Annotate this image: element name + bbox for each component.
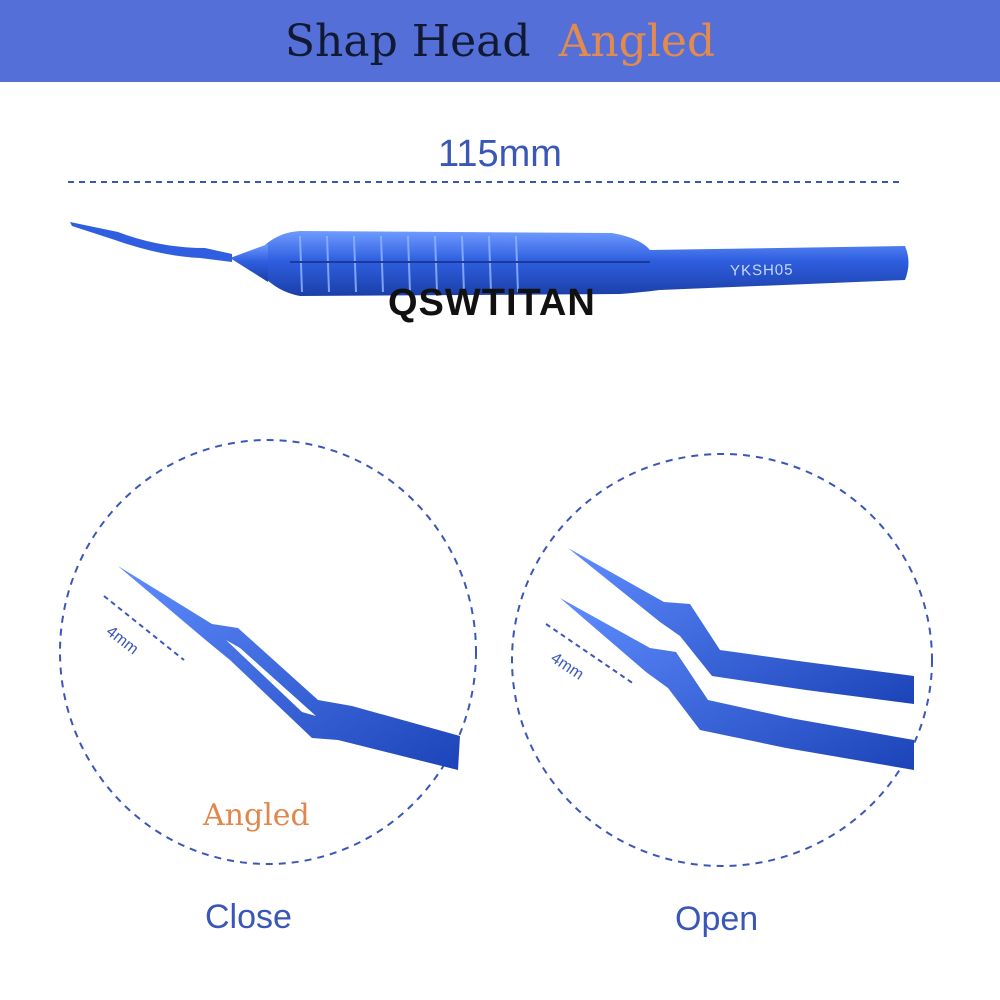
close-detail-circle: [59, 439, 477, 865]
banner-accent-word: Angled: [558, 15, 716, 67]
banner-title: Shap Head: [284, 15, 531, 67]
open-forceps-tip: [560, 548, 914, 770]
open-caption: Open: [675, 900, 759, 938]
angled-tip-label: Angled: [203, 798, 310, 833]
length-label: 115mm: [438, 133, 562, 175]
close-caption: Close: [205, 898, 292, 936]
title-banner: [0, 0, 1000, 82]
brand-watermark: QSWTITAN: [388, 282, 596, 324]
open-detail-circle: [511, 453, 933, 867]
closed-forceps-tip: [118, 566, 460, 770]
model-engraving: YKSH05: [729, 261, 794, 280]
forceps-instrument: [70, 222, 909, 296]
banner-heading: Shap Head Angled: [0, 0, 1000, 82]
